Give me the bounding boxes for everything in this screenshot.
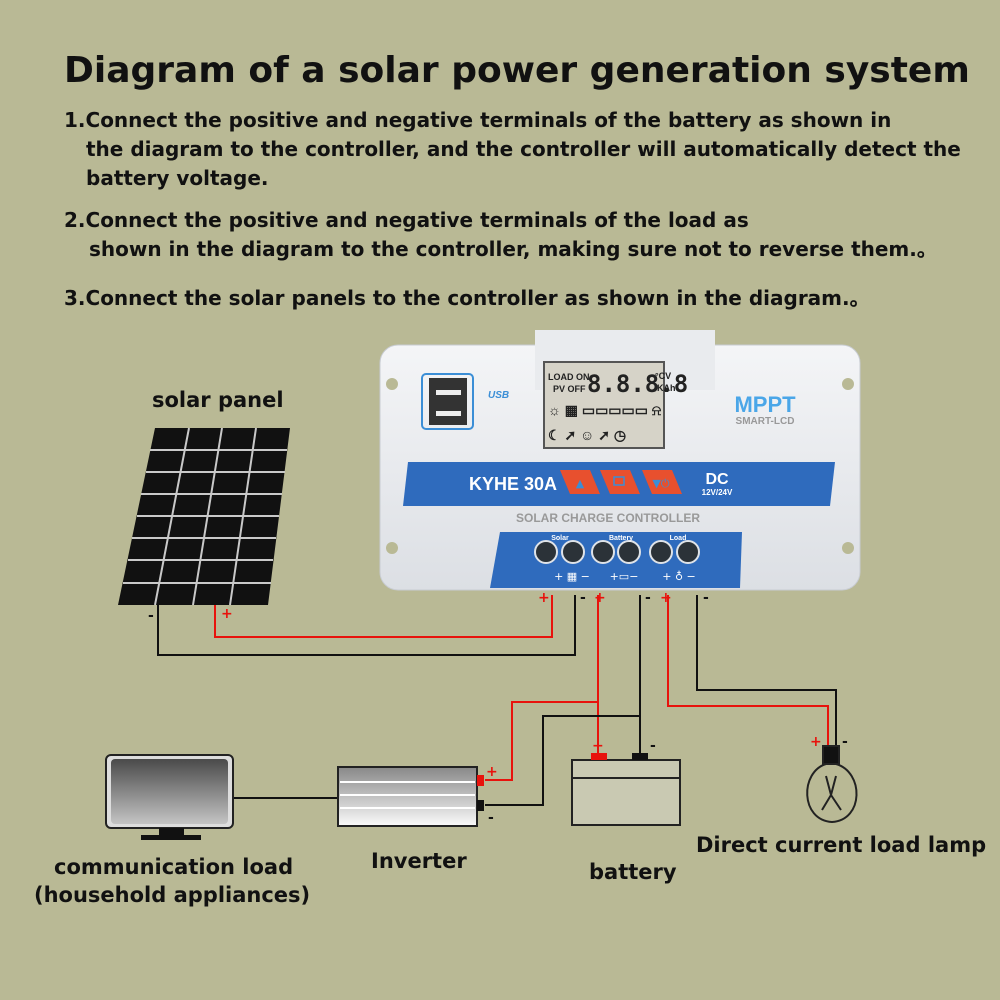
step-2-line-2: shown in the diagram to the controller, … <box>89 237 937 261</box>
battery <box>571 753 681 826</box>
lcd-screen <box>543 361 665 449</box>
svg-text:DC: DC <box>705 471 729 488</box>
communication-load-label: communication load <box>54 855 294 879</box>
svg-text:-: - <box>650 738 656 754</box>
step-2: 2.Connect the positive and negative term… <box>64 206 937 264</box>
usb-port <box>421 373 474 430</box>
svg-text:PV OFF: PV OFF <box>553 384 586 394</box>
svg-text:MPPT: MPPT <box>734 392 796 417</box>
svg-text:Battery: Battery <box>609 535 633 542</box>
svg-text:☼ ▦ ▭▭▭▭▭ ⍾: ☼ ▦ ▭▭▭▭▭ ⍾ <box>548 402 662 418</box>
step-2-line-1: 2.Connect the positive and negative term… <box>64 208 749 232</box>
up-button <box>560 470 600 494</box>
svg-text:-: - <box>580 590 586 606</box>
solar-negative-wire <box>157 595 576 656</box>
svg-text:LOAD ON: LOAD ON <box>548 372 590 382</box>
title: Diagram of a solar power generation syst… <box>64 50 970 91</box>
set-button <box>600 470 640 494</box>
step-1-line-1: 1.Connect the positive and negative term… <box>64 108 892 132</box>
svg-text:+ ♁ −: + ♁ − <box>662 570 695 583</box>
solar-panel <box>118 427 290 606</box>
battery-label: battery <box>589 860 677 884</box>
svg-text:+: + <box>221 606 233 622</box>
charge-controller: ▲ ▼⏻ + ▦ − +▭− + ♁ − <box>379 330 861 591</box>
solar-panel-label: solar panel <box>152 388 284 412</box>
svg-text:+: + <box>592 738 604 754</box>
household-appliances-label: (household appliances) <box>34 883 311 907</box>
svg-text:☾ ➚ ☺ ➚ ◷: ☾ ➚ ☺ ➚ ◷ <box>548 427 626 443</box>
solar-positive-wire <box>214 595 553 638</box>
svg-text:-: - <box>645 590 651 606</box>
svg-text:Load: Load <box>670 535 687 542</box>
monitor <box>105 754 234 840</box>
svg-text:+: + <box>538 590 550 606</box>
lamp-label: Direct current load lamp <box>696 833 987 857</box>
svg-text:▲: ▲ <box>576 477 585 490</box>
svg-text:-: - <box>703 590 709 606</box>
svg-text:▼⏻: ▼⏻ <box>652 477 669 490</box>
svg-text:-: - <box>842 734 848 750</box>
svg-text:SOLAR CHARGE CONTROLLER: SOLAR CHARGE CONTROLLER <box>516 511 700 525</box>
svg-text:KYHE 30A: KYHE 30A <box>469 474 557 494</box>
svg-text:°CV: °CV <box>655 371 671 381</box>
svg-text:8.8.8.8: 8.8.8.8 <box>587 370 688 398</box>
svg-text:-: - <box>148 608 154 624</box>
inverter-negative-wire <box>485 715 640 806</box>
step-1: 1.Connect the positive and negative term… <box>64 106 961 193</box>
load-positive-wire <box>667 595 829 748</box>
lamp <box>806 745 858 824</box>
step-3-line-1: 3.Connect the solar panels to the contro… <box>64 286 870 310</box>
svg-text:+: + <box>486 764 498 780</box>
svg-text:KAh: KAh <box>657 383 676 393</box>
inverter-positive-wire <box>485 701 598 781</box>
step-3: 3.Connect the solar panels to the contro… <box>64 284 870 313</box>
svg-text:+: + <box>594 590 606 606</box>
load-negative-wire <box>696 595 837 748</box>
down-power-button <box>642 470 682 494</box>
svg-text:+: + <box>810 734 822 750</box>
step-1-line-3: battery voltage. <box>86 166 269 190</box>
svg-text:+: + <box>660 590 672 606</box>
inverter-label: Inverter <box>371 849 467 873</box>
terminal-screws <box>534 540 700 564</box>
polarity-marks: - + + - + - + - + - + - + - <box>148 590 848 826</box>
svg-text:Solar: Solar <box>551 535 569 542</box>
svg-text:SMART-LCD: SMART-LCD <box>736 416 795 427</box>
svg-text:-: - <box>488 810 494 826</box>
svg-text:USB: USB <box>488 390 509 401</box>
step-1-line-2: the diagram to the controller, and the c… <box>86 137 961 161</box>
svg-text:+▭−: +▭− <box>610 570 639 583</box>
inverter <box>337 766 484 827</box>
svg-text:12V/24V: 12V/24V <box>702 488 733 497</box>
svg-text:+ ▦ −: + ▦ − <box>554 570 590 583</box>
